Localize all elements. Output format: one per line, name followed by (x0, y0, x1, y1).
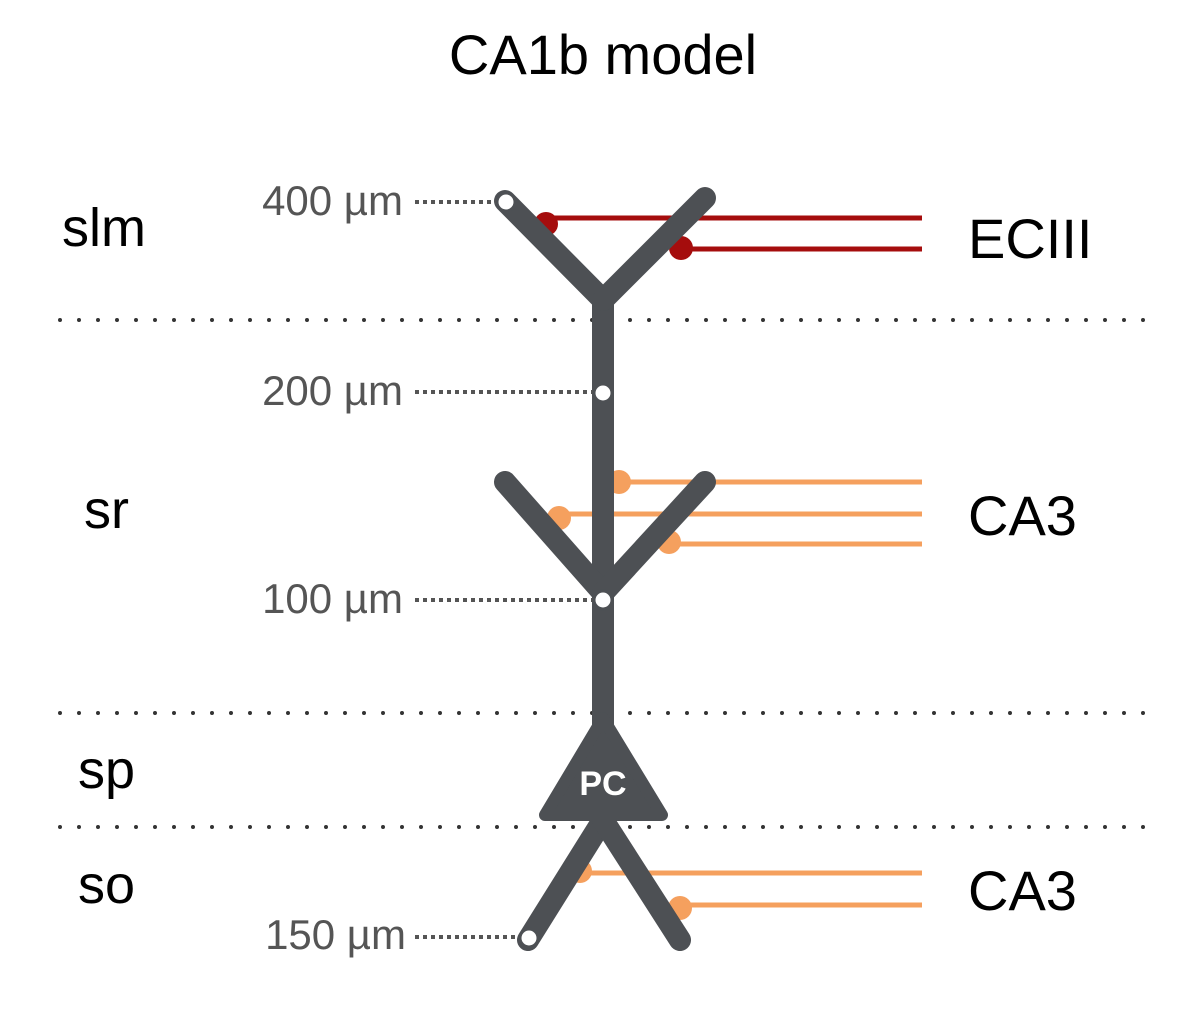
marker-400 (495, 191, 517, 213)
basal-dendrite-right (592, 809, 691, 951)
pyramidal-neuron (494, 187, 716, 951)
basal-dendrite-left (517, 809, 614, 951)
marker-100 (592, 589, 614, 611)
layer-label-sp: sp (78, 740, 135, 800)
layer-label-so: so (78, 855, 135, 915)
layer-label-sr: sr (84, 480, 129, 540)
soma (539, 712, 668, 821)
distance-label-150: 150 µm (265, 911, 406, 958)
ca3-upper-input-lines (560, 479, 922, 547)
distance-markers (495, 191, 614, 949)
ec-input-lines (548, 215, 922, 252)
soma-label: PC (579, 765, 626, 803)
oblique-branch-left (494, 471, 614, 604)
distance-label-100: 100 µm (262, 575, 403, 622)
input-label-ca3-upper: CA3 (968, 484, 1077, 547)
apical-tuft-right (592, 187, 716, 311)
distance-label-400: 400 µm (262, 177, 403, 224)
input-label-ec: ECIII (968, 207, 1092, 270)
distance-label-200: 200 µm (262, 367, 403, 414)
marker-150 (518, 927, 540, 949)
layer-label-slm: slm (62, 198, 146, 258)
distance-leaders (415, 200, 598, 939)
marker-200 (592, 382, 614, 404)
input-label-ca3-lower: CA3 (968, 859, 1077, 922)
apical-tuft-left (494, 190, 614, 311)
diagram-title: CA1b model (449, 23, 757, 86)
oblique-branch-right (592, 471, 716, 604)
